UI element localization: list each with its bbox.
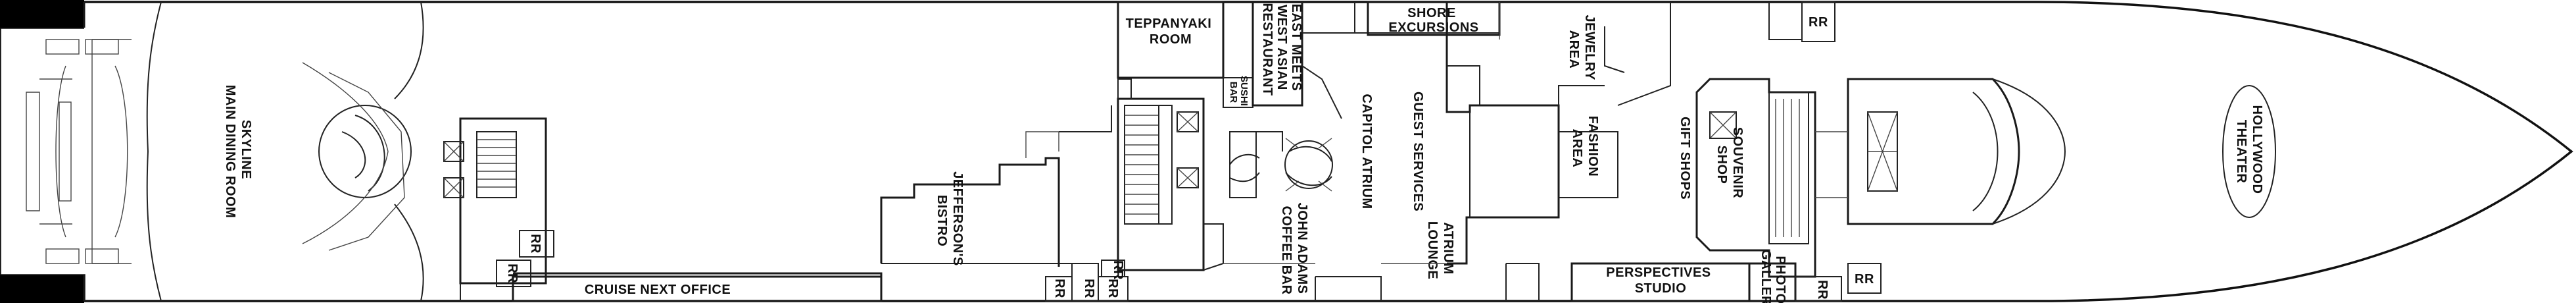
john-adams-label-2: COFFEE BAR [1279, 206, 1294, 295]
svg-text:ATRIUM LOUNGE: ATRIUM LOUNGE [1425, 221, 1455, 280]
capitol-atrium-label: CAPITOL ATRIUM [1359, 94, 1374, 209]
svg-text:SUSHI BAR: SUSHI BAR [1228, 76, 1250, 109]
fashion-label-1: FASHION [1586, 116, 1600, 177]
photo-gallery-label-1: PHOTO [1773, 256, 1787, 303]
east-meets-west-area [1252, 2, 1342, 119]
cruise-next-label: CRUISE NEXT OFFICE [585, 283, 731, 297]
aft-notch-bottom [0, 275, 84, 303]
souvenir-label-2: SHOP [1714, 146, 1729, 184]
perspectives-label-2: STUDIO [1635, 281, 1687, 296]
rr-mid-1: RR [1052, 279, 1067, 298]
gift-shops-label: GIFT SHOPS [1678, 117, 1692, 200]
perspectives-area [1505, 262, 1882, 302]
teppanyaki-room [1117, 1, 1225, 79]
shore-label-2: EXCURSIONS [1388, 20, 1478, 35]
hollywood-theater-area [1847, 78, 2277, 225]
svg-text:SOUVENIR SHOP: SOUVENIR SHOP [1714, 127, 1745, 203]
rr-aft-1: RR [528, 234, 543, 254]
svg-text:PERSPECTIVES STUDIO: PERSPECTIVES STUDIO [1606, 265, 1714, 296]
rr-fwd-mid: RR [1855, 272, 1874, 287]
mid-lower-rooms [1045, 260, 1129, 302]
svg-text:FASHION AREA: FASHION AREA [1570, 116, 1600, 180]
skyline-label-2: MAIN DINING ROOM [223, 85, 237, 218]
svg-text:EAST MEETS WEST ASIAN: EAST MEETS WEST ASIAN RESTAURANT [1260, 3, 1303, 96]
emw-label-2: WEST ASIAN [1275, 5, 1289, 90]
shop-area [1446, 2, 1671, 265]
sushi-label-1: SUSHI [1238, 76, 1250, 106]
atrium-lounge-label-2: LOUNGE [1425, 221, 1440, 280]
skyline-label-1: SKYLINE [239, 120, 253, 179]
svg-text:SHORE EXCURSIONS: SHORE EXCURSIONS [1388, 6, 1478, 35]
teppanyaki-label-1: TEPPANYAKI [1126, 16, 1212, 31]
sushi-label-2: BAR [1228, 82, 1239, 103]
rr-mid-4: RR [1111, 260, 1125, 280]
rr-mid-2: RR [1082, 279, 1096, 298]
jeffersons-bistro-area [880, 105, 1112, 267]
guest-services-label: GUEST SERVICES [1411, 92, 1425, 211]
rr-fwd-top: RR [1809, 15, 1828, 30]
rr-fwd-low: RR [1815, 280, 1830, 300]
teppanyaki-label-2: ROOM [1150, 32, 1192, 47]
aft-corridor [460, 263, 1079, 302]
jewelry-label-2: AREA [1567, 30, 1581, 69]
jewelry-label-1: JEWELRY [1582, 14, 1597, 80]
svg-text:SKYLINE MAIN DINING ROOM: SKYLINE MAIN DINING ROOM [223, 85, 253, 218]
fashion-label-2: AREA [1570, 129, 1584, 168]
jefferson-label-2: BISTRO [935, 195, 949, 247]
shore-label-1: SHORE [1407, 6, 1456, 20]
hollywood-label-1: HOLLYWOOD [2250, 105, 2264, 194]
jefferson-label-1: JEFFERSON'S [950, 171, 965, 266]
svg-text:JOHN ADAMS COFFEE BAR: JOHN ADAMS COFFEE BAR [1279, 203, 1309, 298]
hollywood-label-2: THEATER [2234, 120, 2248, 184]
svg-text:TEPPANYAKI ROOM: TEPPANYAKI ROOM [1126, 16, 1216, 47]
svg-text:HOLLYWOOD THEATER: HOLLYWOOD THEATER [2234, 105, 2264, 198]
souvenir-label-1: SOUVENIR [1730, 127, 1745, 199]
aft-notch-top [0, 0, 84, 28]
atrium-lounge-label-1: ATRIUM [1441, 222, 1455, 274]
rr-mid-3: RR [1106, 279, 1120, 298]
mid-stair-block [1117, 2, 1224, 271]
john-adams-label-1: JOHN ADAMS [1295, 203, 1309, 294]
skyline-dining-area [26, 1, 424, 302]
perspectives-label-1: PERSPECTIVES [1606, 265, 1711, 280]
rr-aft-2: RR [505, 263, 520, 283]
corridor-lines [1223, 2, 1848, 264]
emw-label-3: RESTAURANT [1260, 3, 1275, 96]
photo-gallery-label-2: GALLERY [1759, 250, 1773, 303]
svg-text:JEFFERSON'S BISTRO: JEFFERSON'S BISTRO [935, 171, 965, 270]
emw-label-1: EAST MEETS [1289, 4, 1303, 92]
svg-text:JEWELRY AREA: JEWELRY AREA [1567, 14, 1597, 84]
svg-text:PHOTO GALLERY: PHOTO GALLERY [1759, 250, 1787, 303]
